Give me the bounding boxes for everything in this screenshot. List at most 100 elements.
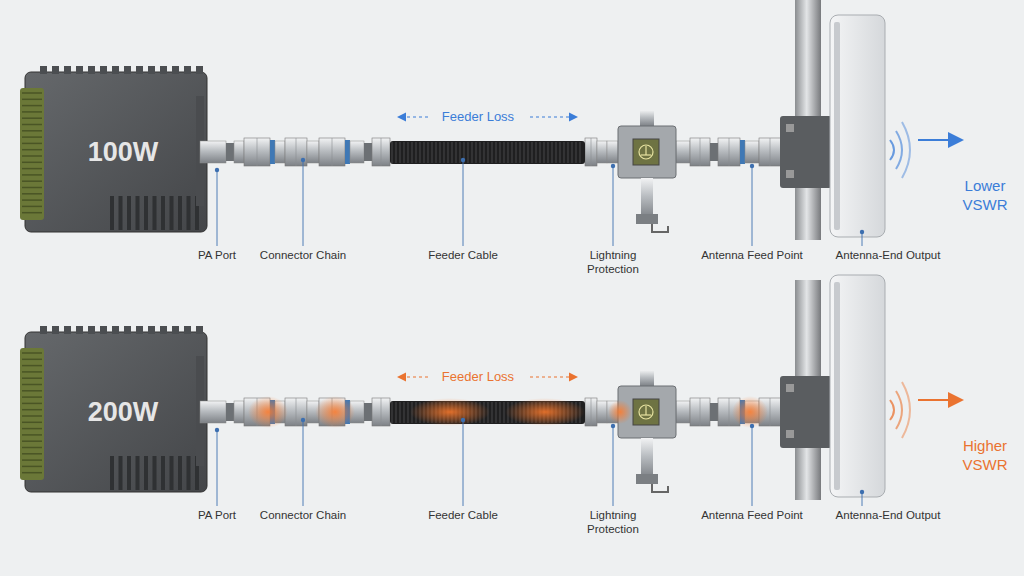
pa-top-fin <box>136 326 143 334</box>
connector-nut <box>285 138 307 166</box>
leader-line <box>613 426 614 506</box>
part-label: PA Port <box>157 508 277 522</box>
antenna-edge <box>834 22 840 230</box>
radio-wave <box>902 382 910 438</box>
protector-stem <box>641 178 653 218</box>
pa-top-fin <box>88 326 95 334</box>
power-rating: 100W <box>74 137 159 168</box>
radio-wave <box>896 131 902 169</box>
grille-slot <box>22 155 42 157</box>
cable-corrugation <box>567 142 568 163</box>
cable-corrugation <box>403 142 404 163</box>
heat-glow <box>732 396 768 428</box>
cable-corrugation <box>571 142 572 163</box>
protector-plate <box>633 399 659 425</box>
pa-fin <box>127 196 131 230</box>
output-arrow <box>918 139 962 141</box>
loss-span-arrow <box>398 376 428 377</box>
cable-corrugation <box>543 142 544 163</box>
bracket-bolt <box>786 124 794 132</box>
nut-facet <box>700 138 701 166</box>
vswr-label: Lower VSWR <box>955 176 1015 214</box>
grille-slot <box>22 384 42 386</box>
connector-nut <box>244 138 270 166</box>
pa-top-fin <box>64 326 71 334</box>
cable-corrugation <box>391 402 392 423</box>
cable-corrugation <box>435 142 436 163</box>
grille-slot <box>22 422 42 424</box>
protector-nut <box>636 474 658 484</box>
pa-top-fin <box>196 326 203 334</box>
connector-nut <box>718 138 740 166</box>
nut-facet <box>770 138 771 166</box>
ground-lug <box>652 224 668 232</box>
cable-corrugation <box>415 142 416 163</box>
cable-corrugation <box>491 402 492 423</box>
protector-stem <box>641 438 653 478</box>
grille-slot <box>22 434 42 436</box>
connector-ring <box>710 403 718 421</box>
grille-slot <box>22 359 42 361</box>
part-label: Lightning Protection <box>573 248 653 276</box>
pa-fin <box>170 456 174 490</box>
part-label: Feeder Cable <box>403 248 523 262</box>
grille-slot <box>22 136 42 138</box>
cable-corrugation <box>575 142 576 163</box>
grille-slot <box>22 212 42 214</box>
grille-slot <box>22 168 42 170</box>
leader-line <box>303 160 304 246</box>
connector-body <box>234 401 244 423</box>
pa-top-fin <box>40 326 47 334</box>
cable-corrugation <box>511 142 512 163</box>
connector-nut <box>585 138 597 166</box>
pa-fin <box>136 456 140 490</box>
part-label: PA Port <box>157 248 277 262</box>
grille-slot <box>22 193 42 195</box>
cable-corrugation <box>503 142 504 163</box>
feeder-cable <box>390 141 585 164</box>
cable-corrugation <box>503 402 504 423</box>
seal-band <box>345 140 350 164</box>
loss-label: Feeder Loss <box>428 109 528 125</box>
cable-corrugation <box>395 402 396 423</box>
pa-top-fin <box>100 66 107 74</box>
grille-slot <box>22 453 42 455</box>
grille-slot <box>22 149 42 151</box>
nut-facet <box>770 398 771 426</box>
pa-housing <box>25 72 207 232</box>
cable-corrugation <box>523 142 524 163</box>
connector-body <box>307 141 319 163</box>
pa-top-fin <box>172 326 179 334</box>
connector-ring <box>364 143 372 161</box>
pa-fin <box>187 196 191 230</box>
grille-slot <box>22 403 42 405</box>
grille-slot <box>22 124 42 126</box>
pa-top-fin <box>52 66 59 74</box>
cable-corrugation <box>483 142 484 163</box>
radio-wave <box>902 122 910 178</box>
protector-plate <box>633 139 659 165</box>
nut-facet <box>591 398 592 426</box>
pa-top-fin <box>76 66 83 74</box>
leader-line <box>752 166 753 246</box>
connector-body <box>350 141 364 163</box>
pa-top-fin <box>100 326 107 334</box>
grille-slot <box>22 206 42 208</box>
part-label: Antenna-End Output <box>823 248 953 262</box>
cable-corrugation <box>407 142 408 163</box>
pa-top-fin <box>172 66 179 74</box>
leader-line <box>303 420 304 506</box>
cable-corrugation <box>395 142 396 163</box>
cable-corrugation <box>423 142 424 163</box>
grille-slot <box>22 99 42 101</box>
antenna-panel <box>830 15 885 237</box>
radio-wave <box>890 400 894 420</box>
antenna-panel <box>830 275 885 497</box>
pa-fin <box>119 456 123 490</box>
grille-slot <box>22 409 42 411</box>
connector-nut <box>372 398 390 426</box>
heat-glow <box>248 396 288 428</box>
loss-span-arrow <box>530 376 577 377</box>
cable-corrugation <box>531 142 532 163</box>
